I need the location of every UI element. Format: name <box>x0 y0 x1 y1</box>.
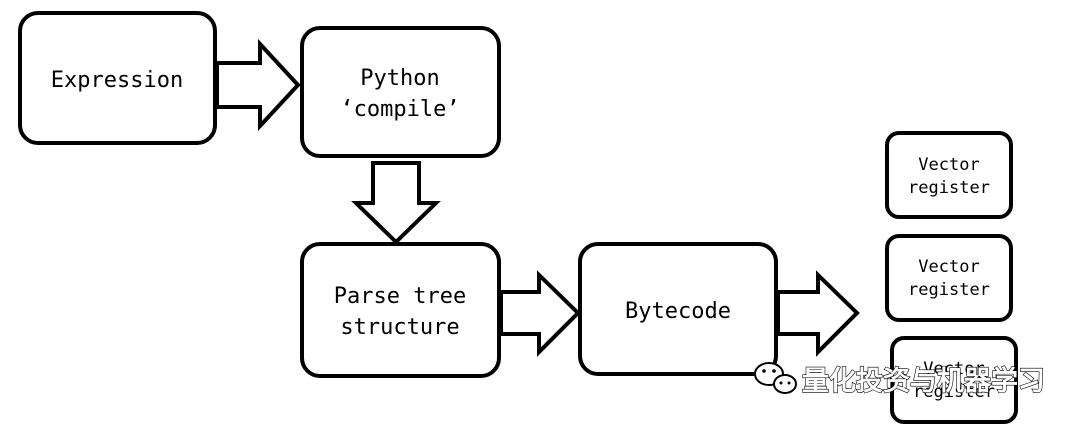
node-vector-register-3: Vector register <box>890 336 1018 424</box>
node-vector-register-2-line-2: register <box>908 280 990 300</box>
node-vector-register-2-line-1: Vector <box>918 257 979 277</box>
node-parse-tree-line-1: Parse tree <box>334 284 466 309</box>
node-python-compile: Python ‘compile’ <box>300 26 501 158</box>
arrow-expression-to-compile <box>215 38 301 132</box>
arrow-bytecode-to-registers <box>776 270 860 357</box>
node-parse-tree-line-2: structure <box>340 315 459 340</box>
wechat-icon <box>754 362 797 394</box>
node-python-compile-line-1: Python <box>360 66 439 91</box>
node-vector-register-2: Vector register <box>885 234 1013 322</box>
watermark-text: 量化投资与机器学习 <box>802 365 1045 397</box>
node-vector-register-1-line-2: register <box>908 178 990 198</box>
node-bytecode: Bytecode <box>578 242 778 376</box>
node-vector-register-1-line-1: Vector <box>918 155 979 175</box>
node-vector-register-3-line-1: Vector <box>923 359 984 379</box>
node-expression: Expression <box>18 11 217 145</box>
arrow-compile-to-parse-tree <box>351 161 441 245</box>
node-bytecode-line-1: Bytecode <box>625 299 731 324</box>
node-vector-register-1: Vector register <box>885 131 1013 219</box>
node-vector-register-3-line-2: register <box>913 382 995 402</box>
arrow-parse-tree-to-bytecode <box>499 270 581 357</box>
watermark: 量化投资与机器学习 <box>754 362 1046 398</box>
node-parse-tree: Parse tree structure <box>300 242 501 378</box>
node-python-compile-line-2: ‘compile’ <box>340 97 459 122</box>
node-expression-line-1: Expression <box>51 68 183 93</box>
